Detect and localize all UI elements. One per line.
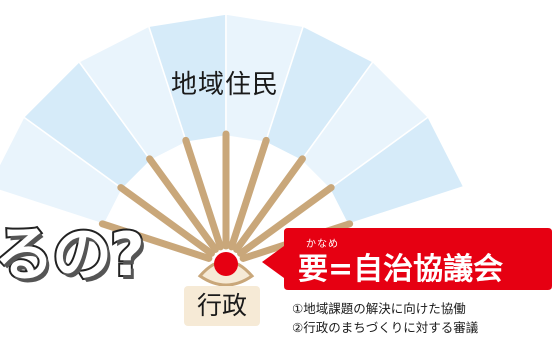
fan-ribs: [98, 130, 354, 262]
kaname-title: 要=自治協議会: [298, 252, 504, 287]
role-item: ②行政のまちづくりに対する審議: [292, 320, 479, 335]
fan-pivot-rivet: [214, 252, 238, 276]
fan-rib: [146, 155, 219, 253]
fan-paper-segments: [0, 13, 465, 226]
fan-label-residents: 地域住民: [170, 70, 279, 100]
fan-rib: [228, 136, 270, 251]
fan-rib: [117, 184, 215, 257]
fan-rib: [182, 136, 224, 251]
partial-question-text: るの?: [0, 218, 147, 292]
kaname-ruby-text: かなめ: [306, 239, 339, 250]
role-list: ①地域課題の解決に向けた協働 ②行政のまちづくりに対する審議: [292, 299, 478, 337]
callout-arrow-box: [262, 228, 552, 290]
fan-rib: [233, 155, 306, 253]
government-label: 行政: [184, 286, 260, 326]
role-item: ①地域課題の解決に向けた協働: [292, 301, 466, 316]
fan-rib: [98, 220, 213, 262]
kaname-callout: かなめ 要=自治協議会: [262, 228, 552, 290]
fan-rib: [237, 184, 335, 257]
